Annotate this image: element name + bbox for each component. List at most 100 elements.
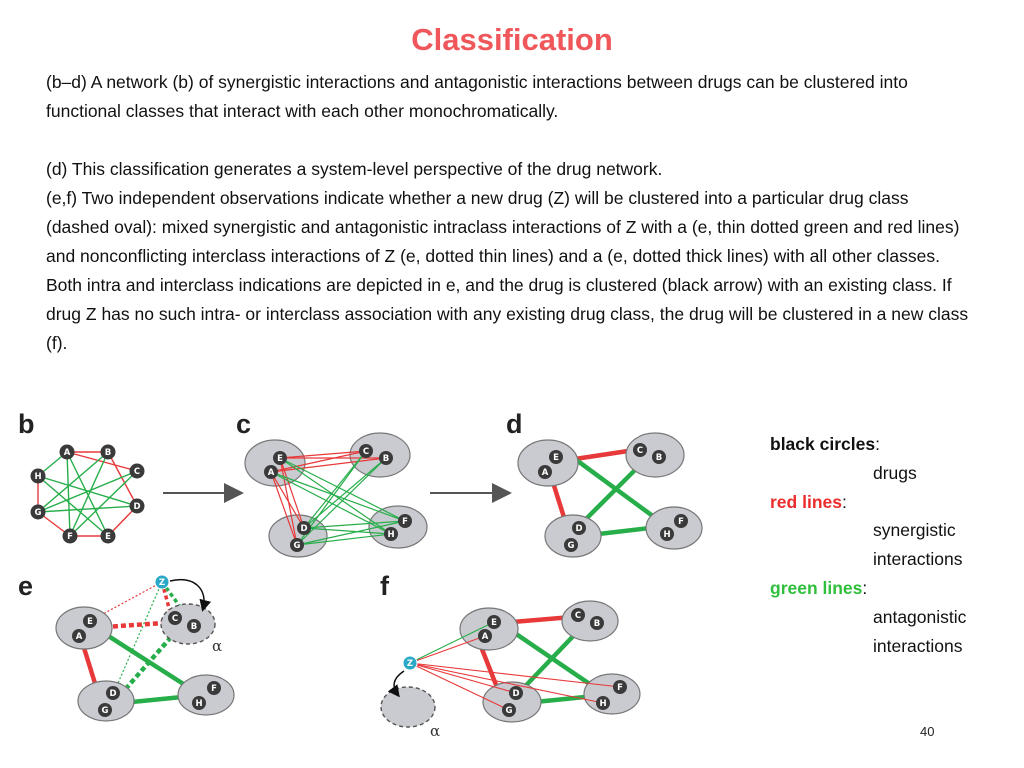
node-F bbox=[207, 681, 221, 695]
legend-key: black circles bbox=[770, 434, 876, 454]
panel-f-nodes: Z E A C B D G F H bbox=[402, 608, 627, 717]
node-H bbox=[192, 696, 206, 710]
node-G bbox=[290, 538, 304, 552]
legend-sep: : bbox=[875, 434, 880, 454]
panel-letter-d: d bbox=[506, 409, 523, 439]
legend-desc: interactions bbox=[873, 635, 963, 656]
node-F bbox=[398, 514, 412, 528]
class-oval-FH bbox=[368, 505, 428, 549]
slide-title: Classification bbox=[411, 22, 613, 57]
legend-desc: drugs bbox=[873, 462, 917, 483]
node-label: E bbox=[491, 618, 497, 628]
node-G bbox=[564, 538, 578, 552]
node-D bbox=[509, 686, 523, 700]
node-A bbox=[478, 629, 492, 643]
node-D bbox=[106, 686, 120, 700]
node-H bbox=[30, 468, 46, 484]
node-G bbox=[98, 703, 112, 717]
paragraph-d: (d) This classification generates a syst… bbox=[46, 159, 663, 179]
panel-d-nodes: E A C B D G F H bbox=[538, 443, 688, 552]
node-C bbox=[359, 444, 373, 458]
node-A bbox=[72, 629, 86, 643]
node-E bbox=[100, 528, 116, 544]
node-label: A bbox=[64, 448, 71, 458]
slide-body: (b–d) A network (b) of synergistic inter… bbox=[46, 68, 976, 358]
legend-key: green lines bbox=[770, 577, 863, 598]
node-E bbox=[549, 450, 563, 464]
paragraph-gap bbox=[46, 126, 976, 155]
class-oval-EA bbox=[244, 439, 306, 487]
node-label: B bbox=[191, 622, 197, 632]
node-label: C bbox=[637, 446, 643, 456]
node-Z bbox=[154, 574, 170, 590]
node-B bbox=[379, 451, 393, 465]
legend-sep: : bbox=[862, 577, 868, 598]
node-G bbox=[30, 504, 46, 520]
node-label: D bbox=[133, 502, 140, 512]
node-label: B bbox=[383, 454, 389, 464]
node-B bbox=[187, 619, 201, 633]
node-label: F bbox=[67, 532, 73, 542]
node-label: F bbox=[617, 683, 623, 693]
legend-sep: : bbox=[841, 491, 847, 512]
class-oval-DG bbox=[77, 680, 135, 722]
node-label: G bbox=[506, 706, 513, 716]
panel-e-nodes: Z E A C B D G F H bbox=[72, 574, 221, 717]
node-E bbox=[487, 615, 501, 629]
node-F bbox=[674, 514, 688, 528]
panel-b-nodes: A B C D E F G H bbox=[30, 444, 145, 544]
node-H bbox=[660, 527, 674, 541]
node-label: G bbox=[294, 541, 301, 551]
node-label: D bbox=[300, 524, 307, 534]
panel-letter-b: b bbox=[18, 409, 35, 439]
node-label: E bbox=[105, 532, 111, 542]
node-label: H bbox=[34, 472, 41, 482]
class-oval-EA bbox=[55, 606, 113, 650]
node-label: A bbox=[542, 468, 549, 478]
node-B bbox=[100, 444, 116, 460]
legend-desc: interactions bbox=[873, 549, 963, 570]
node-H bbox=[596, 696, 610, 710]
node-label: F bbox=[211, 684, 217, 694]
panel-f-network: α Z E A C B D G F H bbox=[380, 600, 641, 740]
node-E bbox=[273, 451, 287, 465]
page-number: 40 bbox=[920, 724, 935, 739]
class-oval-DG bbox=[482, 681, 542, 723]
class-oval-DG bbox=[268, 514, 328, 558]
class-oval-DG bbox=[544, 514, 602, 558]
node-label: G bbox=[568, 541, 575, 551]
node-C bbox=[129, 463, 145, 479]
node-label: C bbox=[134, 467, 140, 477]
node-label: D bbox=[109, 689, 116, 699]
legend-desc: antagonistic bbox=[873, 606, 967, 627]
node-label: E bbox=[553, 453, 559, 463]
class-oval-CB bbox=[561, 600, 619, 642]
class-oval-FH bbox=[583, 673, 641, 715]
new-class-oval-dashed bbox=[380, 686, 436, 728]
class-alpha-label: α bbox=[212, 637, 222, 655]
node-A bbox=[59, 444, 75, 460]
node-label: H bbox=[387, 530, 394, 540]
new-class-alpha-label: α bbox=[430, 722, 440, 740]
node-label: A bbox=[76, 632, 83, 642]
class-oval-FH bbox=[645, 506, 703, 550]
node-label: C bbox=[363, 447, 369, 457]
legend-item-black-circles: black circles: bbox=[770, 430, 1010, 459]
panel-e-network: α Z E A C B D G F H bbox=[55, 574, 235, 722]
node-label: H bbox=[663, 530, 670, 540]
node-label: E bbox=[277, 454, 283, 464]
panel-d-network: E A C B D G F H bbox=[517, 432, 703, 558]
paragraph-ef: (e,f) Two independent observations indic… bbox=[46, 188, 969, 353]
node-F bbox=[613, 680, 627, 694]
node-label: A bbox=[482, 632, 489, 642]
node-B bbox=[590, 616, 604, 630]
node-label: C bbox=[575, 611, 581, 621]
panel-c-network: E A C B D G F H bbox=[244, 432, 428, 558]
node-label: C bbox=[172, 614, 178, 624]
node-A bbox=[538, 465, 552, 479]
node-label: Z bbox=[407, 659, 413, 669]
class-oval-EA bbox=[517, 439, 579, 487]
node-G bbox=[502, 703, 516, 717]
node-E bbox=[83, 614, 97, 628]
node-H bbox=[384, 527, 398, 541]
